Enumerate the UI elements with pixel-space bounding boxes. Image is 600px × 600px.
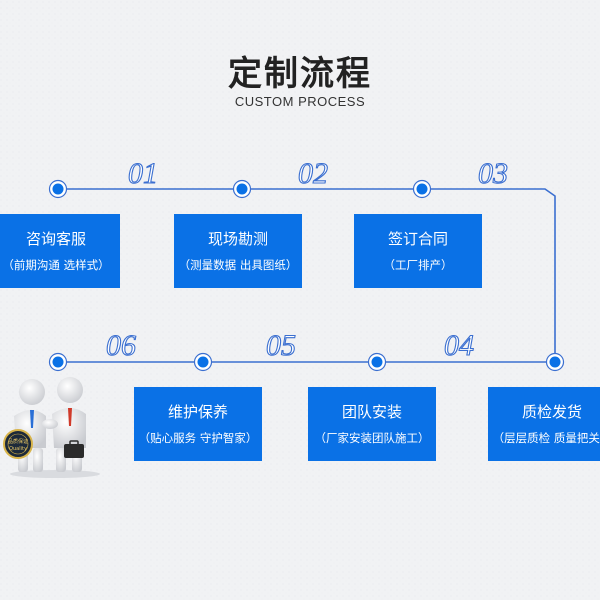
- step-name: 现场勘测: [207, 230, 268, 248]
- flow-node: [545, 352, 565, 372]
- step-name: 维护保养: [167, 403, 228, 421]
- step-box-installation: 团队安装 （厂家安装团队施工）: [308, 387, 436, 461]
- step-name: 团队安装: [341, 403, 402, 421]
- step-number-05: 05: [266, 329, 296, 362]
- step-number-01: 01: [128, 157, 158, 190]
- briefcase-icon: [64, 440, 84, 458]
- page-subtitle: CUSTOM PROCESS: [234, 94, 366, 109]
- page-title: 定制流程: [228, 54, 372, 94]
- step-box-contract: 签订合同 （工厂排产）: [354, 214, 482, 288]
- handshake-figures-illustration: 品质保证 Quality: [3, 377, 100, 478]
- step-number-03: 03: [478, 157, 508, 190]
- step-box-maintenance: 维护保养 （贴心服务 守护智家）: [134, 387, 262, 461]
- step-desc: （工厂排产）: [383, 258, 453, 272]
- step-number-04: 04: [444, 329, 474, 362]
- step-name: 质检发货: [521, 403, 582, 421]
- flow-node: [367, 352, 387, 372]
- step-number-06: 06: [106, 329, 136, 362]
- flow-node: [232, 179, 252, 199]
- seal-text-cn: 品质保证: [8, 438, 28, 445]
- seal-text-en: Quality: [9, 446, 27, 452]
- flow-node: [412, 179, 432, 199]
- quality-seal-badge: 品质保证 Quality: [3, 429, 33, 459]
- flow-line-top: [58, 188, 556, 362]
- flow-node: [48, 352, 68, 372]
- step-box-inspection-shipping: 质检发货 （层层质检 质量把关）: [488, 387, 600, 461]
- step-name: 签订合同: [387, 230, 448, 248]
- step-box-survey: 现场勘测 （测量数据 出具图纸）: [174, 214, 302, 288]
- step-number-02: 02: [298, 157, 328, 190]
- step-desc: （厂家安装团队施工）: [314, 431, 430, 445]
- step-desc: （测量数据 出具图纸）: [178, 258, 298, 272]
- step-desc: （层层质检 质量把关）: [492, 431, 600, 445]
- step-desc: （前期沟通 选样式）: [2, 258, 110, 272]
- step-name: 咨询客服: [25, 230, 86, 248]
- step-box-consult: 咨询客服 （前期沟通 选样式）: [0, 214, 120, 288]
- flow-node: [48, 179, 68, 199]
- step-desc: （贴心服务 守护智家）: [138, 431, 258, 445]
- flow-node: [193, 352, 213, 372]
